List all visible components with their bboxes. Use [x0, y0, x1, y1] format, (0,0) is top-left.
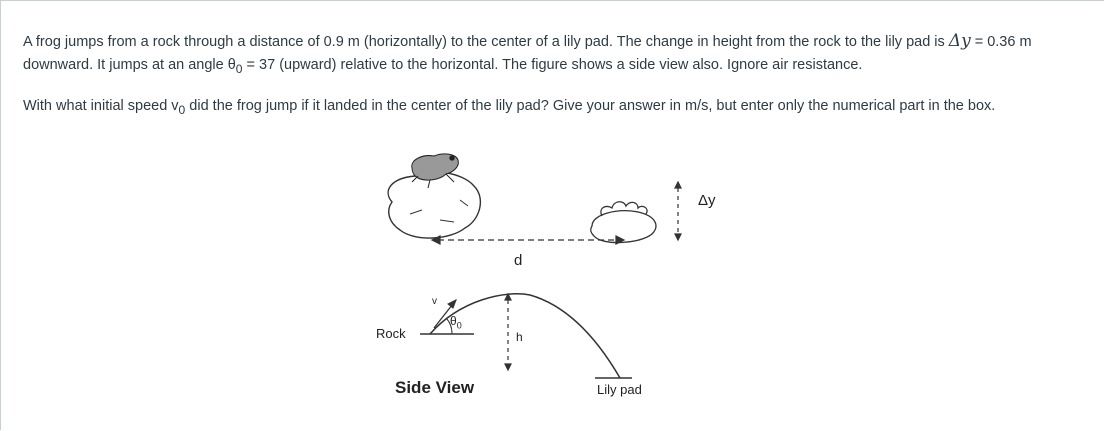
frog-jump-figure: d Δy Rock θ0 v h Side View Lily pad — [370, 150, 730, 410]
side-view-drawing — [420, 293, 632, 379]
question-paragraph-2: With what initial speed v0 did the frog … — [23, 95, 1083, 122]
height-label: h — [516, 330, 523, 344]
lily-pad-drawing — [590, 201, 657, 244]
theta-label: θ0 — [450, 314, 462, 330]
velocity-label: v — [432, 296, 437, 307]
delta-y-label: Δy — [698, 192, 716, 209]
delta-y-arrow — [674, 180, 682, 242]
question-text-part: = 37 (upward) relative to the horizontal… — [242, 57, 863, 73]
figure-drawing — [387, 153, 682, 379]
distance-label: d — [514, 252, 523, 269]
delta-y-symbol: Δy — [948, 31, 971, 51]
question-text-part: did the frog jump if it landed in the ce… — [185, 97, 996, 114]
question-text: A frog jumps from a rock through a dista… — [23, 30, 1083, 122]
theta-symbol: θ — [450, 314, 457, 328]
side-view-label: Side View — [395, 378, 475, 397]
question-text-part: A frog jumps from a rock through a dista… — [23, 34, 949, 50]
frog-drawing — [411, 153, 459, 189]
rock-label: Rock — [376, 326, 406, 341]
v-subscript: 0 — [178, 102, 186, 117]
rock-drawing — [387, 171, 482, 239]
theta-subscript: 0 — [235, 61, 243, 76]
question-text-part: With what initial speed v — [23, 97, 179, 114]
height-arrow — [504, 292, 512, 372]
lily-pad-label: Lily pad — [597, 382, 642, 397]
question-text-part: = 0.36 m downward. It jumps at an angle … — [23, 34, 1032, 73]
theta-label-subscript: 0 — [456, 320, 462, 331]
question-paragraph-1: A frog jumps from a rock through a dista… — [23, 30, 1083, 81]
distance-arrow — [430, 235, 626, 245]
